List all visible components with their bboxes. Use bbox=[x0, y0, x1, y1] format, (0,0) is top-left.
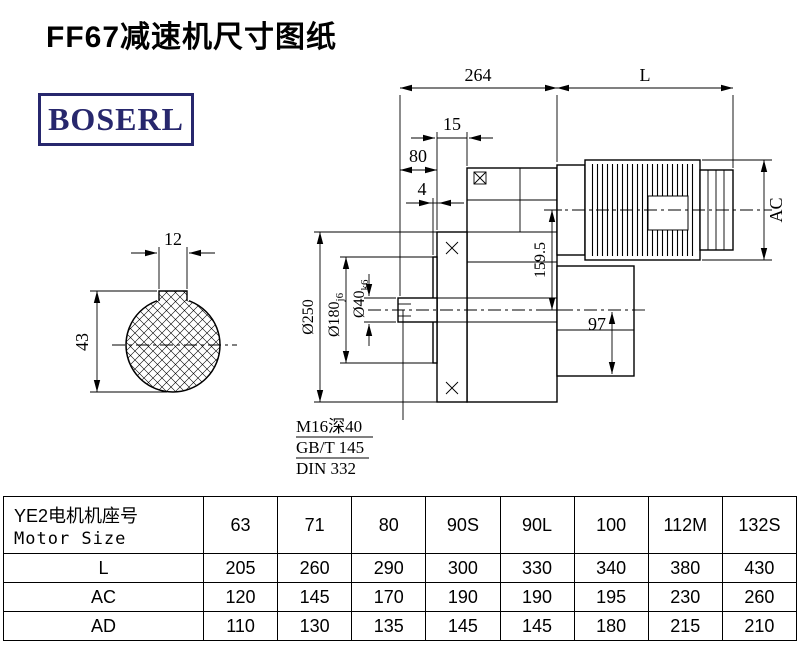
size-col-header: 90S bbox=[425, 496, 501, 554]
row-label: AD bbox=[3, 611, 204, 641]
dim-value-cell: 120 bbox=[202, 582, 279, 612]
keyway-slot bbox=[159, 291, 187, 301]
dim-15-label: 15 bbox=[443, 114, 461, 134]
dim-d180-value: Ø180 bbox=[326, 301, 343, 337]
dim-43: 43 bbox=[72, 290, 167, 393]
dim-80: 80 bbox=[400, 146, 437, 174]
mounting-flange bbox=[436, 231, 468, 403]
dim-d180: Ø180j6 bbox=[326, 256, 433, 364]
dim-159-5-label: 159.5 bbox=[532, 242, 549, 278]
dim-value-cell: 130 bbox=[277, 611, 353, 641]
dim-value-cell: 215 bbox=[647, 611, 723, 641]
dim-d40-tolerance: k6 bbox=[359, 279, 371, 291]
dim-value-cell: 340 bbox=[573, 553, 649, 583]
size-col-header: 100 bbox=[573, 496, 649, 554]
page-title: FF67减速机尺寸图纸 bbox=[46, 21, 338, 54]
dim-value-cell: 170 bbox=[351, 582, 427, 612]
dim-d40-value: Ø40 bbox=[351, 290, 368, 318]
dim-AC: AC bbox=[702, 159, 786, 261]
dim-value-cell: 135 bbox=[351, 611, 427, 641]
dim-value-cell: 430 bbox=[721, 553, 798, 583]
note-din332-label: DIN 332 bbox=[296, 459, 356, 478]
dim-value-cell: 330 bbox=[499, 553, 575, 583]
dim-value-cell: 260 bbox=[277, 553, 353, 583]
dim-value-cell: 145 bbox=[425, 611, 501, 641]
row-label: AC bbox=[3, 582, 204, 612]
technical-drawing: 264 L 15 80 4 AC Ø250 bbox=[72, 65, 786, 478]
dim-12-label: 12 bbox=[164, 229, 182, 249]
eyebolt-mark bbox=[473, 171, 487, 185]
dim-value-cell: 380 bbox=[647, 553, 723, 583]
dim-value-cell: 110 bbox=[202, 611, 279, 641]
size-col-header: 132S bbox=[721, 496, 798, 554]
motor-size-header-cell: YE2电机机座号 Motor Size bbox=[3, 496, 204, 554]
dim-d40: Ø40k6 bbox=[351, 274, 396, 346]
dim-4-label: 4 bbox=[418, 179, 427, 199]
dim-AC-label: AC bbox=[766, 197, 786, 222]
note-m16-label: M16深40 bbox=[296, 417, 362, 436]
dim-value-cell: 260 bbox=[721, 582, 798, 612]
dim-d250: Ø250 bbox=[300, 231, 437, 403]
motor-size-header-cn: YE2电机机座号 bbox=[14, 505, 139, 526]
dim-value-cell: 190 bbox=[499, 582, 575, 612]
dim-value-cell: 190 bbox=[425, 582, 501, 612]
note-gbt145-label: GB/T 145 bbox=[296, 438, 364, 457]
dim-80-label: 80 bbox=[409, 146, 427, 166]
dim-43-label: 43 bbox=[72, 333, 92, 351]
dim-d250-label: Ø250 bbox=[300, 299, 317, 335]
dim-12: 12 bbox=[131, 229, 215, 289]
dim-97-label: 97 bbox=[588, 314, 606, 334]
dim-d40-label: Ø40k6 bbox=[351, 279, 371, 318]
dim-value-cell: 145 bbox=[499, 611, 575, 641]
gearbox-housing bbox=[466, 167, 558, 403]
dim-value-cell: 145 bbox=[277, 582, 353, 612]
size-col-header: 63 bbox=[202, 496, 279, 554]
dim-value-cell: 205 bbox=[202, 553, 279, 583]
size-col-header: 90L bbox=[499, 496, 575, 554]
shaft-section-view: 12 43 bbox=[72, 229, 237, 393]
dim-value-cell: 210 bbox=[721, 611, 798, 641]
dim-L: L bbox=[557, 65, 734, 168]
table-row-AD: AD 110 130 135 145 145 180 215 210 bbox=[3, 611, 798, 641]
motor-size-header-en: Motor Size bbox=[14, 528, 127, 549]
table-row-L: L 205 260 290 300 330 340 380 430 bbox=[3, 553, 798, 583]
dim-97: 97 bbox=[588, 312, 616, 374]
motor-nameplate bbox=[647, 195, 689, 231]
dim-264-label: 264 bbox=[465, 65, 492, 85]
dim-159-5: 159.5 bbox=[532, 209, 562, 311]
dim-d180-tolerance: j6 bbox=[334, 292, 346, 302]
dim-4: 4 bbox=[406, 179, 464, 255]
dim-value-cell: 230 bbox=[647, 582, 723, 612]
gearbox-rear-housing bbox=[556, 265, 635, 377]
size-col-header: 71 bbox=[277, 496, 353, 554]
brand-logo-box: BOSERL bbox=[38, 93, 194, 146]
flange-bolt-mark-bottom bbox=[445, 381, 459, 395]
dim-value-cell: 290 bbox=[351, 553, 427, 583]
size-col-header: 80 bbox=[351, 496, 427, 554]
dim-value-cell: 180 bbox=[573, 611, 649, 641]
brand-logo-text: BOSERL bbox=[48, 101, 184, 137]
dim-264: 264 bbox=[399, 65, 558, 296]
size-col-header: 112M bbox=[647, 496, 723, 554]
table-header-row: YE2电机机座号 Motor Size 63 71 80 90S 90L 100… bbox=[3, 496, 798, 554]
flange-bolt-mark-top bbox=[445, 241, 459, 255]
row-label: L bbox=[3, 553, 204, 583]
dim-d180-label: Ø180j6 bbox=[326, 292, 346, 337]
dim-value-cell: 300 bbox=[425, 553, 501, 583]
motor-dimension-table: YE2电机机座号 Motor Size 63 71 80 90S 90L 100… bbox=[3, 496, 798, 641]
table-row-AC: AC 120 145 170 190 190 195 230 260 bbox=[3, 582, 798, 612]
dim-L-label: L bbox=[640, 65, 651, 85]
shaft-hole-notes: M16深40 GB/T 145 DIN 332 bbox=[296, 310, 404, 478]
dim-15: 15 bbox=[411, 114, 493, 230]
gearbox-side-view bbox=[397, 167, 635, 403]
dim-value-cell: 195 bbox=[573, 582, 649, 612]
